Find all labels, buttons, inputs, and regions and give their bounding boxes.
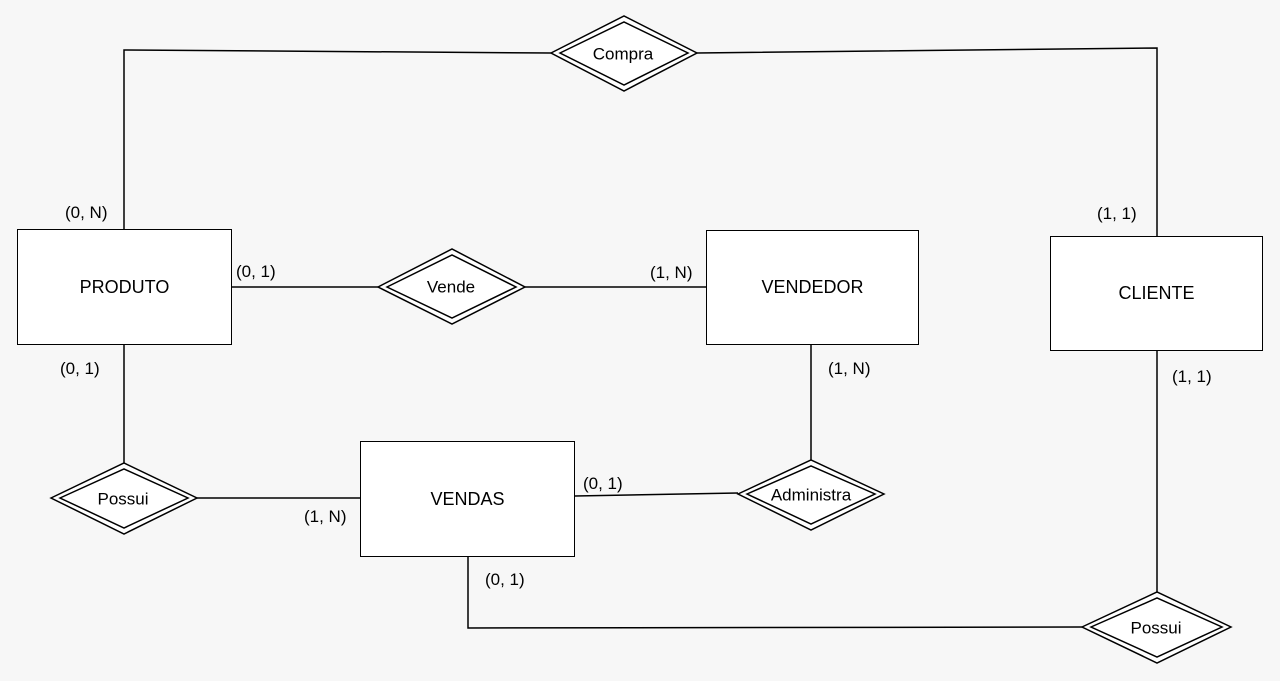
entity-cliente[interactable]: CLIENTE: [1050, 236, 1263, 351]
cardinality-vendas-possui-right: (0, 1): [485, 570, 525, 589]
relationship-possui-right-label: Possui: [1130, 618, 1182, 638]
line-compra-cliente: [696, 47, 1158, 236]
entity-produto[interactable]: PRODUTO: [17, 229, 232, 345]
entity-produto-label: PRODUTO: [79, 276, 170, 297]
relationship-vende-label: Vende: [426, 277, 476, 297]
entity-vendas-label: VENDAS: [430, 488, 505, 509]
cardinality-cliente-possui: (1, 1): [1172, 367, 1212, 386]
relationship-possui-right-shape: [1080, 591, 1233, 664]
cardinality-vendedor-administra: (1, N): [828, 359, 871, 378]
relationship-vende-shape: [376, 248, 527, 325]
cardinality-produto-possui: (0, 1): [60, 359, 100, 378]
cardinality-cliente-compra: (1, 1): [1097, 204, 1137, 223]
line-vendas-administra: [574, 492, 739, 497]
entity-cliente-label: CLIENTE: [1118, 283, 1195, 303]
cardinality-produto-compra: (0, N): [65, 203, 108, 222]
entity-vendedor-label: VENDEDOR: [761, 277, 864, 297]
cardinality-vendas-administra: (0, 1): [583, 474, 623, 493]
relationship-possui-left-shape: [49, 462, 199, 535]
relationship-administra-label: Administra: [770, 485, 852, 505]
relationship-compra-shape: [549, 15, 699, 92]
cardinality-produto-vende: (0, 1): [236, 262, 276, 281]
relationship-administra-shape: [736, 459, 886, 531]
cardinality-vendas-possui-left: (1, N): [304, 507, 347, 526]
relationship-compra-label: Compra: [592, 44, 654, 64]
entity-vendedor[interactable]: VENDEDOR: [706, 230, 919, 345]
line-vendas-possui: [467, 557, 1083, 629]
relationship-possui-left-label: Possui: [97, 489, 149, 509]
line-produto-compra: [123, 49, 552, 229]
cardinality-vendedor-vende: (1, N): [650, 263, 693, 282]
entity-vendas[interactable]: VENDAS: [360, 441, 575, 557]
